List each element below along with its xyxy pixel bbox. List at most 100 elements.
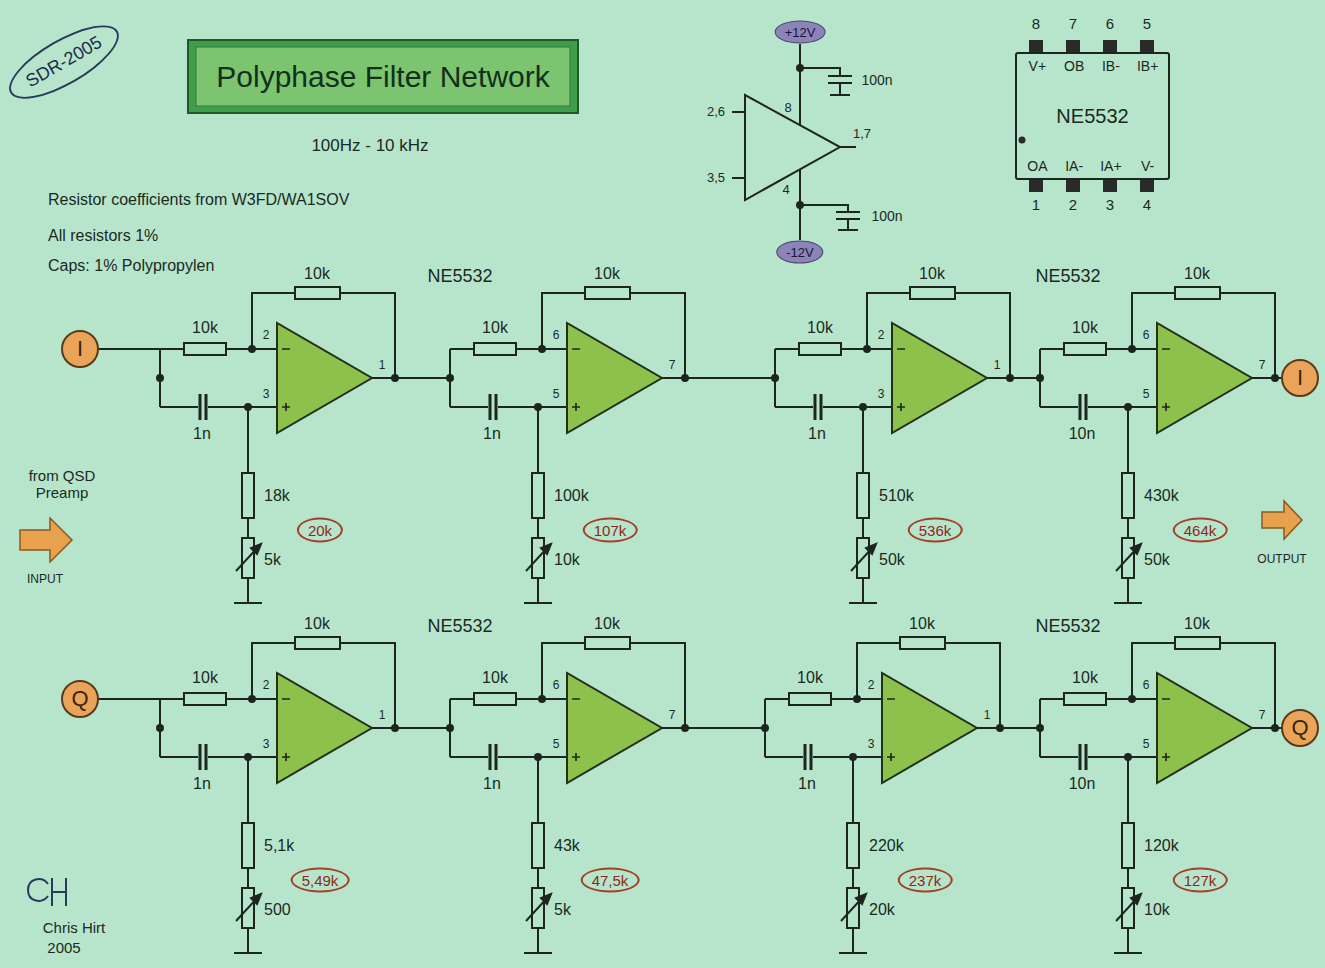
pin-number: 7 xyxy=(1259,359,1266,373)
pin-number: 3 xyxy=(868,738,875,752)
measured-value: 237k xyxy=(898,868,953,893)
pin-number: 3,5 xyxy=(707,171,725,186)
pin-number: 5 xyxy=(1143,738,1150,752)
port-circle: Q xyxy=(1281,709,1319,747)
resistor-value: 10k xyxy=(797,669,823,687)
resistor-value: 10k xyxy=(919,265,945,283)
pin-number: 8 xyxy=(1032,15,1040,32)
pin-name: IB- xyxy=(1093,58,1130,74)
block-arrow xyxy=(20,501,1302,562)
capacitor-value: 1n xyxy=(483,775,501,793)
ic-pinout-box: V+OBIB-IB+NE5532OAIA-IA+V- xyxy=(1015,52,1170,180)
node-text: Q xyxy=(1291,715,1308,741)
resistor-value: 220k xyxy=(869,837,904,855)
resistor-value: 10k xyxy=(482,319,508,337)
pin-number: 3 xyxy=(878,388,885,402)
capacitor-value: 1n xyxy=(193,775,211,793)
pin-number: 7 xyxy=(669,359,676,373)
pin-number: 2 xyxy=(868,679,875,693)
pin-number: 2 xyxy=(878,329,885,343)
pin-name: OA xyxy=(1019,158,1056,174)
pin-number: 1 xyxy=(379,359,386,373)
pin-number: 7 xyxy=(669,709,676,723)
trimmer-value: 5k xyxy=(554,901,571,919)
pin-number: 4 xyxy=(782,183,789,198)
note: Resistor coefficients from W3FD/WA1SOV xyxy=(48,191,349,209)
note: Caps: 1% Polypropylen xyxy=(48,257,214,275)
note: from QSD Preamp xyxy=(12,467,112,502)
measured-value: 536k xyxy=(908,518,963,543)
pin-number: 6 xyxy=(1106,15,1114,32)
pin-number: 6 xyxy=(1143,679,1150,693)
title-box xyxy=(188,40,578,113)
pin-number: 3 xyxy=(1106,196,1114,213)
note: All resistors 1% xyxy=(48,227,158,245)
signal-wire xyxy=(96,349,1284,728)
measured-value: 464k xyxy=(1173,518,1228,543)
node-text: I xyxy=(77,336,83,362)
supply-oval: +12V xyxy=(775,21,826,44)
resistor-value: 10k xyxy=(594,615,620,633)
pin-number: 1 xyxy=(1032,196,1040,213)
node-text: Q xyxy=(71,686,88,712)
capacitor-value: 10n xyxy=(1069,775,1096,793)
node-text: 127k xyxy=(1184,872,1217,889)
trimmer-value: 10k xyxy=(1144,901,1170,919)
pin-number: 5 xyxy=(1143,388,1150,402)
node-text: 20k xyxy=(308,522,332,539)
node-text: 5,49k xyxy=(302,872,339,889)
node-text: 107k xyxy=(594,522,627,539)
node-text: -12V xyxy=(786,245,813,260)
resistor-value: 10k xyxy=(304,265,330,283)
pin-name: IB+ xyxy=(1129,58,1166,74)
title-text: Polyphase Filter Network xyxy=(216,60,549,95)
trimmer-value: 10k xyxy=(554,551,580,569)
node-text: +12V xyxy=(785,25,816,40)
pin-number: 1,7 xyxy=(853,127,871,142)
resistor-value: 10k xyxy=(594,265,620,283)
pin-number: 4 xyxy=(1143,196,1151,213)
capacitor-value: 100n xyxy=(871,208,902,224)
trimmer-value: 5k xyxy=(264,551,281,569)
pin-number: 5 xyxy=(553,388,560,402)
resistor-value: 510k xyxy=(879,487,914,505)
pin-name: V- xyxy=(1129,158,1166,174)
pin-number: 5 xyxy=(1143,15,1151,32)
signature: Chris Hirt xyxy=(43,919,106,936)
signature-mark xyxy=(28,878,66,906)
pin-number: 6 xyxy=(1143,329,1150,343)
node-text: 464k xyxy=(1184,522,1217,539)
resistor-value: 100k xyxy=(554,487,589,505)
capacitor-value: 1n xyxy=(193,425,211,443)
pin-number: 1 xyxy=(994,359,1001,373)
resistor-value: 430k xyxy=(1144,487,1179,505)
power-opamp xyxy=(732,44,860,240)
ic-name: NE5532 xyxy=(427,266,492,287)
pin-name: OB xyxy=(1056,58,1093,74)
measured-value: 127k xyxy=(1173,868,1228,893)
pin-number: 7 xyxy=(1069,15,1077,32)
capacitor-value: 100n xyxy=(861,72,892,88)
arrow-label: INPUT xyxy=(27,573,63,587)
resistor-value: 18k xyxy=(264,487,290,505)
trimmer-value: 20k xyxy=(869,901,895,919)
node-text: I xyxy=(1297,365,1303,391)
trimmer-value: 50k xyxy=(1144,551,1170,569)
resistor-value: 10k xyxy=(1184,615,1210,633)
pin-number: 6 xyxy=(553,679,560,693)
port-circle: Q xyxy=(61,680,99,718)
resistor-value: 10k xyxy=(1072,669,1098,687)
ic-name: NE5532 xyxy=(1035,266,1100,287)
ic-name: NE5532 xyxy=(427,616,492,637)
pin-name: V+ xyxy=(1019,58,1056,74)
measured-value: 47,5k xyxy=(581,868,640,893)
pin-number: 5 xyxy=(553,738,560,752)
measured-value: 5,49k xyxy=(291,868,350,893)
resistor-value: 10k xyxy=(1184,265,1210,283)
capacitor-value: 10n xyxy=(1069,425,1096,443)
resistor-value: 10k xyxy=(192,669,218,687)
pin-name: IA- xyxy=(1056,158,1093,174)
ic-name: NE5532 xyxy=(1019,105,1166,128)
node-text: 536k xyxy=(919,522,952,539)
